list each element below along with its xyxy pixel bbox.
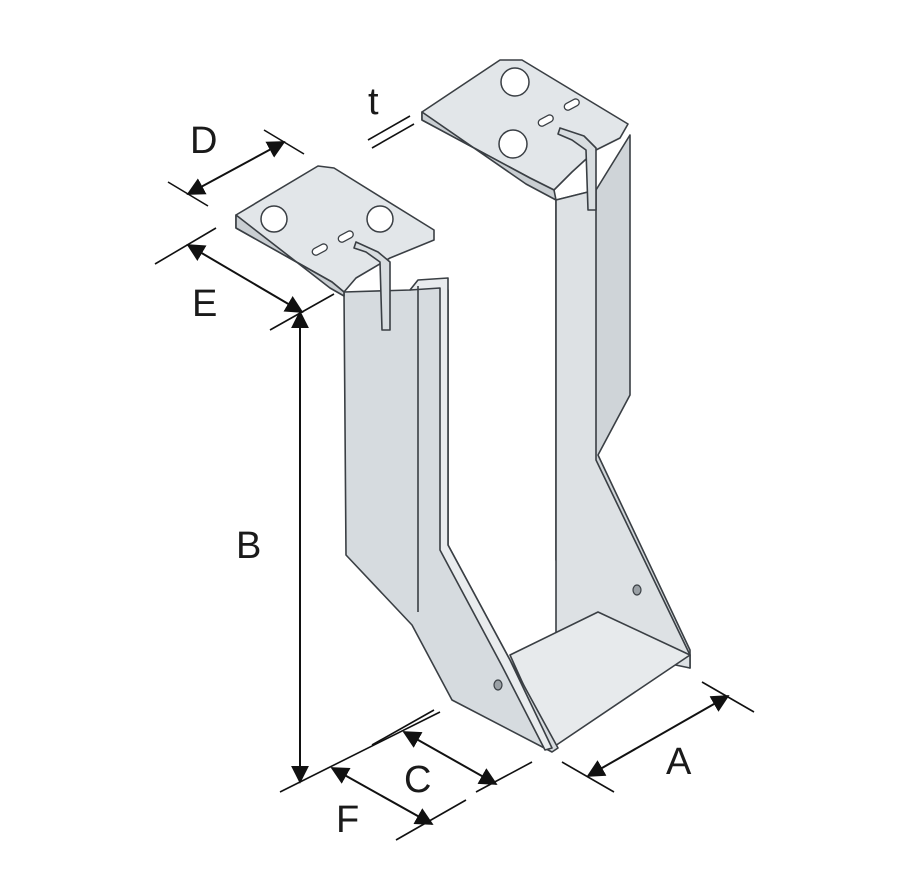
dim-f-line	[330, 767, 434, 825]
left-flange-hole-2	[366, 205, 394, 233]
dim-f-ext-1	[279, 711, 441, 793]
dim-c-ext-2	[475, 761, 533, 793]
dim-c-ext-1	[371, 709, 435, 746]
label-c: C	[404, 759, 431, 801]
dim-e-line	[186, 244, 304, 313]
dim-a-line	[586, 695, 730, 777]
right-top-flange-edge	[421, 111, 557, 201]
left-flange-tab	[353, 241, 391, 331]
hanger-body	[235, 59, 691, 753]
right-flange-hole-1	[500, 67, 530, 97]
right-flange-tab	[557, 127, 597, 211]
label-a: A	[666, 741, 692, 783]
left-flange-slot-2	[337, 230, 354, 243]
dim-t-mark-2	[371, 123, 415, 149]
nail-hole-back	[632, 584, 642, 596]
left-flange-hole-1	[260, 205, 288, 233]
dim-c-line	[402, 731, 498, 785]
nail-hole-front	[493, 679, 503, 691]
dim-d-line	[186, 141, 286, 195]
dim-a-ext-1	[561, 761, 615, 793]
dim-e-ext-1	[154, 227, 217, 265]
dimension-labels: D E t B A C F	[190, 81, 692, 841]
left-flange-slot-1	[311, 243, 328, 256]
left-top-flange-edge	[235, 214, 345, 297]
label-f: F	[336, 799, 359, 841]
right-flange-slot-2	[563, 98, 580, 111]
right-flange-slot-1	[537, 114, 554, 127]
label-t: t	[368, 81, 379, 123]
dimensions	[154, 115, 755, 841]
label-d: D	[190, 120, 217, 162]
label-e: E	[192, 283, 217, 325]
dim-t-mark-1	[367, 115, 411, 141]
dim-f-ext-2	[395, 799, 467, 841]
front-side-plate-edge	[409, 277, 553, 751]
label-b: B	[236, 525, 261, 567]
right-flange-hole-2	[498, 129, 528, 159]
